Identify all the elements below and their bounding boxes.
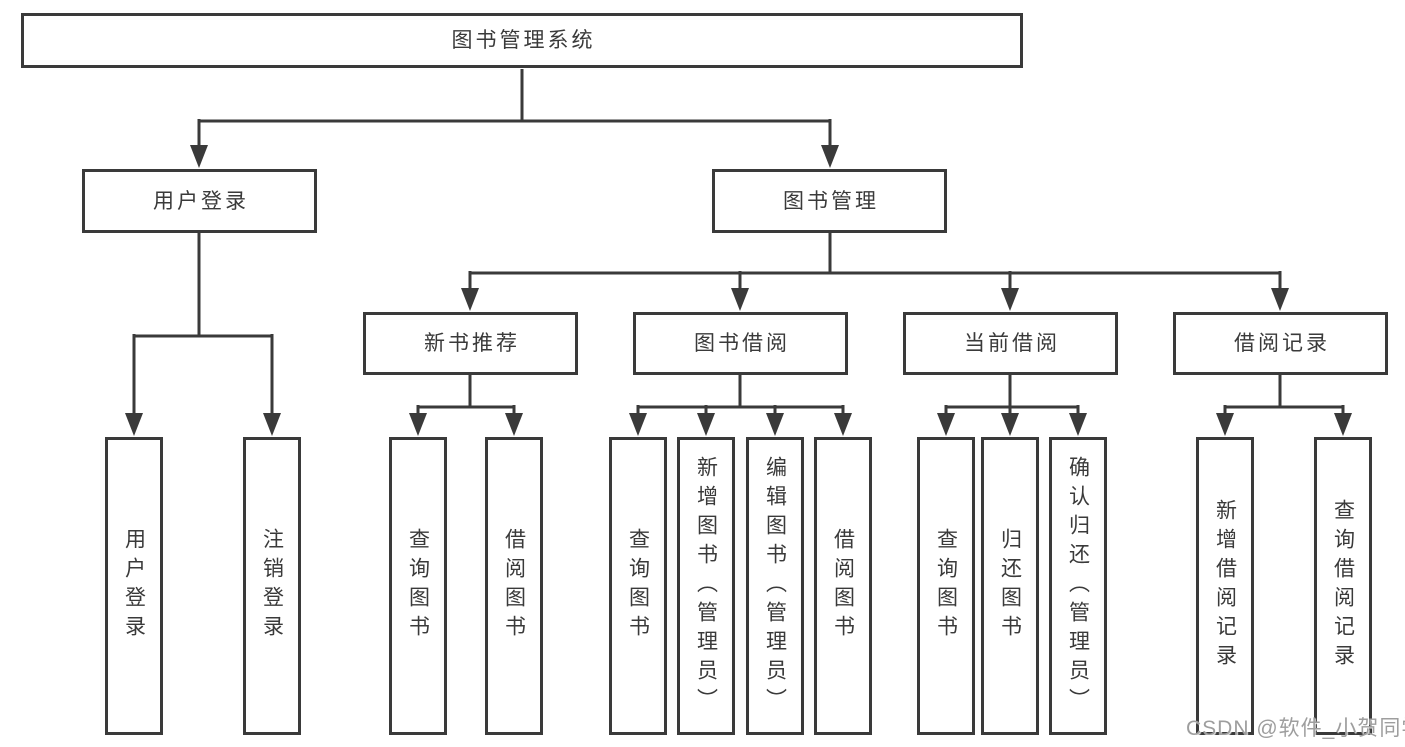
leaf-borrow-borrow-book: 借阅图书 (814, 437, 872, 735)
node-new-book-recommend: 新书推荐 (363, 312, 578, 375)
node-current-borrow: 当前借阅 (903, 312, 1118, 375)
leaf-borrow-add-book-admin-label: 新增图书（管理员） (694, 455, 718, 717)
leaf-borrow-add-book-admin: 新增图书（管理员） (677, 437, 735, 735)
node-borrow-records: 借阅记录 (1173, 312, 1388, 375)
leaf-borrow-search-book-label: 查询图书 (626, 528, 650, 644)
node-user-login: 用户登录 (82, 169, 317, 233)
leaf-logout: 注销登录 (243, 437, 301, 735)
node-user-login-label: 用户登录 (153, 189, 249, 213)
node-new-book-recommend-label: 新书推荐 (424, 332, 520, 355)
leaf-recommend-borrow-book: 借阅图书 (485, 437, 543, 735)
leaf-recommend-search-book-label: 查询图书 (406, 528, 430, 644)
leaf-records-search-record-label: 查询借阅记录 (1331, 499, 1355, 673)
leaf-records-add-record: 新增借阅记录 (1196, 437, 1254, 735)
watermark-text: CSDN @软件_小贺同学 (1186, 717, 1405, 740)
node-current-borrow-label: 当前借阅 (964, 332, 1060, 355)
leaf-borrow-search-book: 查询图书 (609, 437, 667, 735)
leaf-current-return-book-label: 归还图书 (998, 528, 1022, 644)
node-book-borrow-label: 图书借阅 (694, 332, 790, 355)
node-borrow-records-label: 借阅记录 (1234, 332, 1330, 355)
node-book-manage: 图书管理 (712, 169, 947, 233)
leaf-current-confirm-return-admin: 确认归还（管理员） (1049, 437, 1107, 735)
leaf-borrow-borrow-book-label: 借阅图书 (831, 528, 855, 644)
node-root: 图书管理系统 (21, 13, 1023, 68)
leaf-current-search-book-label: 查询图书 (934, 528, 958, 644)
leaf-records-search-record: 查询借阅记录 (1314, 437, 1372, 735)
leaf-logout-label: 注销登录 (260, 528, 284, 644)
leaf-borrow-edit-book-admin: 编辑图书（管理员） (746, 437, 804, 735)
leaf-borrow-edit-book-admin-label: 编辑图书（管理员） (763, 455, 787, 717)
leaf-recommend-borrow-book-label: 借阅图书 (502, 528, 526, 644)
leaf-current-confirm-return-admin-label: 确认归还（管理员） (1066, 455, 1090, 717)
node-book-manage-label: 图书管理 (783, 189, 879, 213)
leaf-current-search-book: 查询图书 (917, 437, 975, 735)
leaf-recommend-search-book: 查询图书 (389, 437, 447, 735)
leaf-user-login: 用户登录 (105, 437, 163, 735)
leaf-user-login-label: 用户登录 (122, 528, 146, 644)
leaf-current-return-book: 归还图书 (981, 437, 1039, 735)
node-root-label: 图书管理系统 (451, 29, 596, 52)
node-book-borrow: 图书借阅 (633, 312, 848, 375)
leaf-records-add-record-label: 新增借阅记录 (1213, 499, 1237, 673)
